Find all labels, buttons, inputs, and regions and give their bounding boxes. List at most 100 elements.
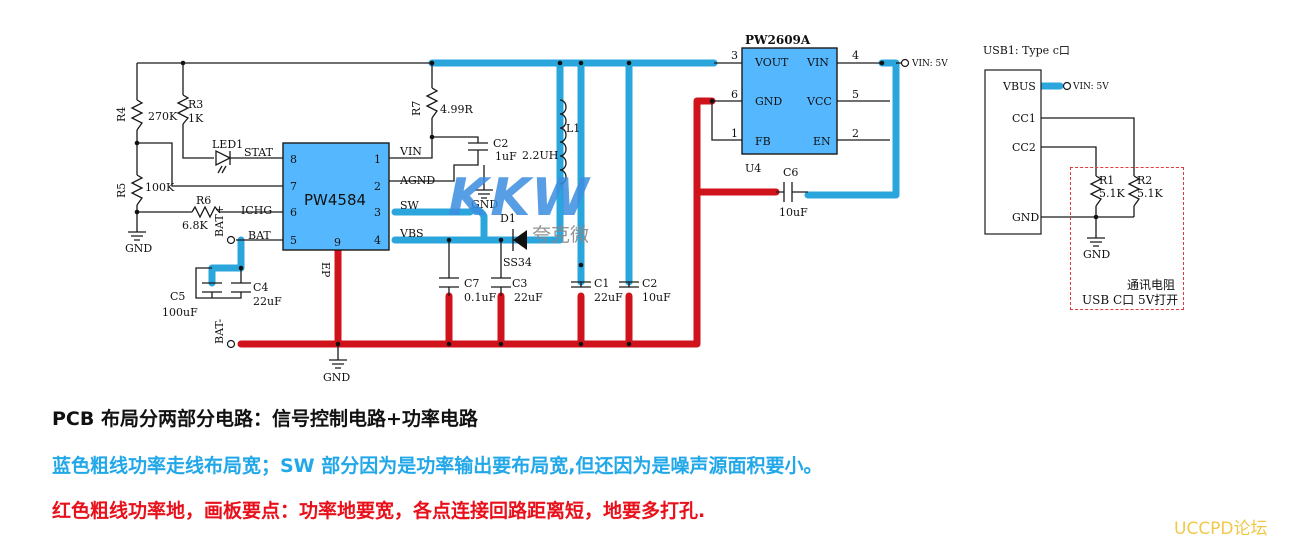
capacitor-c3 xyxy=(491,277,511,288)
usb-vin-connector xyxy=(1062,81,1072,91)
l1-ref: L1 xyxy=(566,122,580,135)
bat-trace xyxy=(208,236,245,287)
bat-plus-connector xyxy=(226,235,236,245)
capacitor-c2-1uf xyxy=(468,142,488,151)
c1-ref: C1 xyxy=(594,277,609,290)
usb-title: USB1: Type c口 xyxy=(983,44,1070,57)
c4-ref: C4 xyxy=(253,281,268,294)
c2-10uf-ref: C2 xyxy=(642,277,657,290)
pin-agnd-label: AGND xyxy=(399,174,435,187)
pw2609a-pin4: 4 xyxy=(852,49,859,62)
pin-9-num: 9 xyxy=(334,236,341,249)
layout-note-title: PCB 布局分两部分电路：信号控制电路+功率电路 xyxy=(52,408,478,430)
c7-value: 0.1uF xyxy=(464,291,497,304)
r5-ref: R5 xyxy=(115,183,128,198)
pin-vin-label: VIN xyxy=(399,145,422,158)
ground-symbols xyxy=(128,186,1105,369)
r6-value: 6.8K xyxy=(182,219,208,232)
c5-ref: C5 xyxy=(170,290,185,303)
pw2609a-pin6: 6 xyxy=(731,88,738,101)
forum-watermark: UCCPD论坛 xyxy=(1174,519,1268,539)
comm-resistor-note-box xyxy=(1070,167,1184,310)
note-box-line1: 通讯电阻 xyxy=(1127,278,1175,292)
c6-ref: C6 xyxy=(783,166,798,179)
gnd-trace-main xyxy=(237,97,716,348)
r7-value: 4.99R xyxy=(440,103,473,116)
layout-note-power-ground: 红色粗线功率地，画板要点：功率地要宽，各点连接回路距离短，地要多打孔. xyxy=(52,500,706,522)
r1-value: 5.1K xyxy=(1099,187,1125,200)
resistors xyxy=(130,87,1141,219)
pin-3-num: 3 xyxy=(374,206,381,219)
note-box-line2: USB C口 5V打开 xyxy=(1082,293,1178,307)
pin-fb-label: FB xyxy=(755,135,771,148)
resistor-r5 xyxy=(130,174,144,206)
pin-sw-label: SW xyxy=(400,199,420,212)
r1-ref: R1 xyxy=(1099,174,1114,187)
pin-ichg-label: ICHG xyxy=(241,204,272,217)
resistor-r3 xyxy=(176,94,190,125)
r7-ref: R7 xyxy=(410,101,423,116)
resistor-r1 xyxy=(1089,175,1103,207)
c6-value: 10uF xyxy=(779,206,808,219)
resistor-r7 xyxy=(425,87,439,119)
d1-ref: D1 xyxy=(500,212,516,225)
power-traces xyxy=(208,59,1064,287)
c3-value: 22uF xyxy=(514,291,543,304)
c3-ref: C3 xyxy=(512,277,527,290)
gnd-label-agnd: GND xyxy=(471,198,498,211)
l1-value: 2.2UH xyxy=(522,149,558,162)
pin-7-num: 7 xyxy=(290,180,297,193)
pw2609a-pin1: 1 xyxy=(731,127,738,140)
capacitor-c6 xyxy=(783,182,793,202)
c2-1uf-value: 1uF xyxy=(495,150,517,163)
pw2609a-pin2: 2 xyxy=(852,127,859,140)
pin-vbs-label: VBS xyxy=(399,227,424,240)
pin-4-num: 4 xyxy=(374,234,381,247)
pin-stat-label: STAT xyxy=(244,146,274,159)
usb-cc1-label: CC1 xyxy=(1012,112,1036,125)
pin-en-label: EN xyxy=(813,135,831,148)
pin-vcc-label: VCC xyxy=(806,95,832,108)
sw-trace xyxy=(391,206,488,242)
pin-1-num: 1 xyxy=(374,153,381,166)
vin-usb-label: VIN: 5V xyxy=(1072,82,1109,92)
pin-8-num: 8 xyxy=(290,153,297,166)
r3-value: 1K xyxy=(188,112,204,125)
r6-ref: R6 xyxy=(196,194,211,207)
bat-minus-connector xyxy=(226,339,236,349)
led1-symbol xyxy=(215,149,232,174)
kkw-logo: KKW 夸克微 xyxy=(448,172,618,252)
led1-ref: LED1 xyxy=(212,138,243,151)
gnd-label-usb: GND xyxy=(1083,248,1110,261)
pin-6-num: 6 xyxy=(290,206,297,219)
c4-value: 22uF xyxy=(253,295,282,308)
gnd-label-bottom: GND xyxy=(323,371,350,384)
inductor-l1 xyxy=(559,99,567,185)
d1-value: SS34 xyxy=(503,256,532,269)
usb-c-connector-body xyxy=(984,69,1042,235)
logo-text: KKW xyxy=(448,168,591,228)
logo-subtitle: 夸克微 xyxy=(532,224,590,246)
schematic-diagram: PW4584 STAT ICHG BAT 8 7 6 5 VIN AGND SW… xyxy=(115,33,1178,384)
r2-value: 5.1K xyxy=(1137,187,1163,200)
ground-traces xyxy=(237,97,780,348)
pw4584-chip xyxy=(282,142,390,251)
vin-out-label: VIN: 5V xyxy=(911,59,948,69)
c7-ref: C7 xyxy=(464,277,479,290)
pw2609a-chip xyxy=(741,47,838,155)
capacitors xyxy=(202,142,793,293)
r5-value: 100K xyxy=(145,181,175,194)
pin-vin2-label: VIN xyxy=(806,56,829,69)
c1-value: 22uF xyxy=(594,291,623,304)
pw2609a-pin5: 5 xyxy=(852,88,859,101)
pin-2-num: 2 xyxy=(374,180,381,193)
ep-label: EP xyxy=(319,262,332,278)
c5-value: 100uF xyxy=(162,306,198,319)
r2-ref: R2 xyxy=(1137,174,1152,187)
pin-bat-label: BAT xyxy=(248,229,271,242)
vin-out-trace xyxy=(804,59,900,199)
resistor-r6 xyxy=(191,205,222,219)
wires xyxy=(136,62,1135,356)
resistor-r4 xyxy=(130,99,144,131)
